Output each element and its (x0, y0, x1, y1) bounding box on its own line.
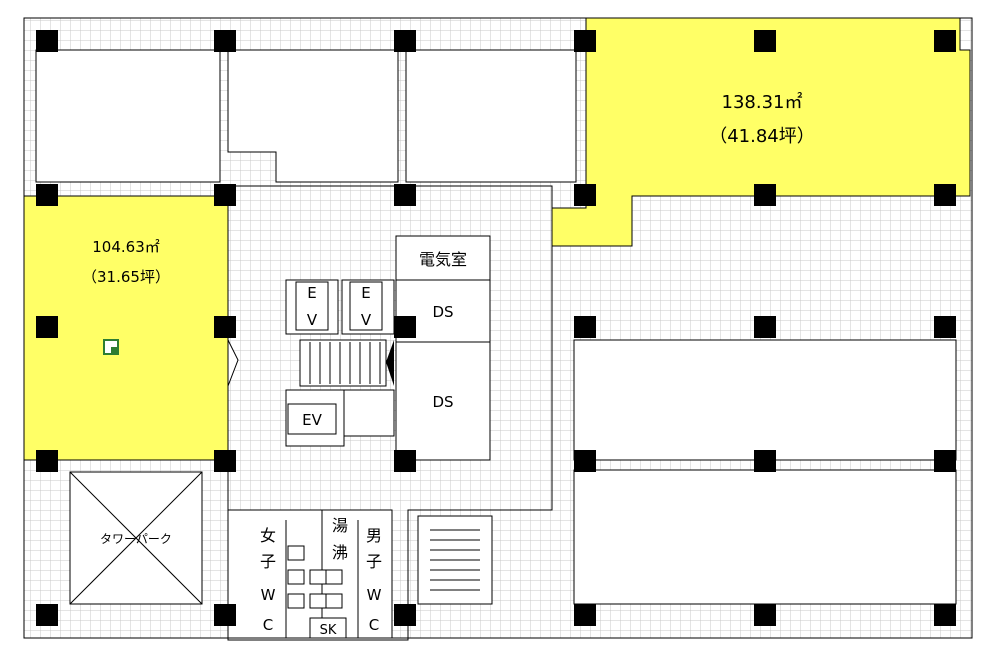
ev2-label-bottom: V (361, 311, 372, 329)
ev1-label-bottom: V (307, 311, 318, 329)
unit-left-tsubo: （31.65坪） (82, 268, 170, 286)
womens-wc-char-1: 女 (260, 526, 276, 545)
elevator-2-car (349, 281, 383, 331)
womens-wc-char-2: 子 (260, 552, 276, 571)
location-marker-icon[interactable] (103, 339, 119, 355)
tower-park-label: タワーパーク (100, 532, 172, 546)
unit-upper-right[interactable] (551, 17, 971, 247)
unit-left[interactable] (23, 195, 229, 461)
stair-south-treads (430, 529, 480, 591)
ds-lower (395, 341, 491, 461)
ds-lower-label: DS (432, 393, 453, 411)
unit-upper-right-area: 138.31㎡ (722, 91, 803, 113)
core-room-small (343, 389, 395, 437)
mens-wc-char-2: 子 (366, 552, 382, 571)
electric-room (395, 235, 491, 281)
unit-left-area: 104.63㎡ (92, 238, 160, 256)
room-right-middle (573, 339, 957, 461)
kitchenette-char-2: 沸 (332, 543, 348, 562)
core-outline (227, 185, 553, 641)
door-stair (386, 340, 394, 386)
room-top-left (35, 49, 221, 183)
room-right-lower (573, 469, 957, 605)
electric-room-label: 電気室 (419, 250, 467, 269)
elevator-1-car (295, 281, 329, 331)
sk-label: SK (320, 623, 337, 638)
mens-wc-char-3: W (367, 586, 382, 604)
unit-upper-right-tsubo: （41.84坪） (709, 126, 815, 147)
toilet-fixtures (287, 545, 343, 609)
columns (36, 30, 956, 626)
stair-core (299, 339, 387, 387)
mens-wc-char-4: C (369, 616, 379, 634)
elevator-3-car (287, 403, 337, 435)
room-top-mid-right (405, 49, 577, 183)
mens-wc-char-1: 男 (366, 526, 382, 545)
ev3-label: EV (302, 411, 322, 429)
ds-upper-label: DS (432, 303, 453, 321)
door-left-core (227, 339, 239, 387)
womens-wc-char-3: W (261, 586, 276, 604)
womens-wc-char-4: C (263, 616, 273, 634)
sk-room (309, 617, 347, 639)
kitchenette-char-1: 湯 (332, 516, 348, 535)
ev1-label-top: E (307, 284, 316, 302)
stair-core-treads (309, 342, 381, 384)
ev2-label-top: E (361, 284, 370, 302)
